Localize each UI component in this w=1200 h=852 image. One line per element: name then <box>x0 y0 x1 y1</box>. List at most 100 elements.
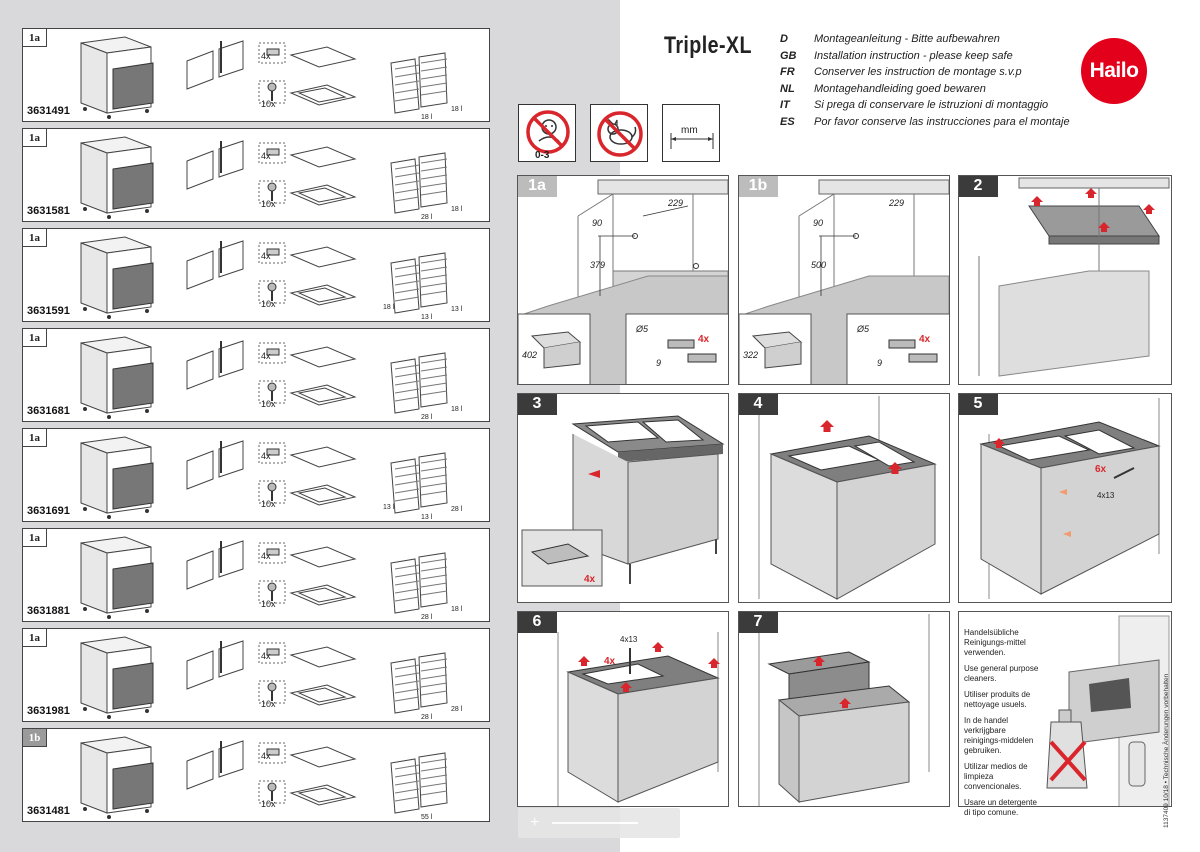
bin-volume: 28 l <box>451 706 463 713</box>
step-4-illustration <box>758 396 937 600</box>
step-1b-illustration: 90 229 500 322 Ø5 9 4x <box>739 179 949 384</box>
dim-diameter: Ø5 <box>856 324 870 334</box>
dim-500: 500 <box>811 260 826 270</box>
article-number: 3631491 <box>27 105 70 117</box>
variant-tag: 1a <box>23 429 47 447</box>
variant-tag: 1a <box>23 629 47 647</box>
dim-402: 402 <box>522 350 537 360</box>
age-label: 0-3 <box>535 150 550 161</box>
care-notes: Handelsübliche Reinigungs-mittel verwend… <box>964 628 1044 824</box>
bin-volume: 28 l <box>421 614 433 621</box>
document-code: 1137409 10/18 • Technische Änderungen vo… <box>1163 673 1170 828</box>
zoom-in-icon[interactable]: + <box>530 814 540 831</box>
bin-volume: 18 l <box>451 606 463 613</box>
variant-illustration: 4x 10x 28 l 18 l <box>80 536 463 621</box>
unit-indicator: mm <box>662 104 720 162</box>
dowel-count: 10x <box>261 699 276 709</box>
lang-code: D <box>780 33 788 45</box>
qty-label: 4x <box>604 656 616 667</box>
variant-tag: 1a <box>23 229 47 247</box>
step-5-panel: 5 6x 4x13 <box>958 393 1172 603</box>
no-children-icon: 0-3 <box>526 110 570 161</box>
dim-379: 379 <box>590 260 605 270</box>
product-title: Triple-XL <box>664 32 752 59</box>
care-line-it: Usare un detergente di tipo comune. <box>964 798 1037 817</box>
step-4-panel: 4 <box>738 393 950 603</box>
care-line-gb: Use general purpose cleaners. <box>964 664 1039 683</box>
care-line-nl: In de handel verkrijgbare reinigings-mid… <box>964 716 1034 755</box>
step-6-panel: 6 4x13 4x <box>517 611 729 807</box>
step-6-illustration: 4x13 4x <box>557 632 720 806</box>
lang-code: ES <box>780 115 795 128</box>
step-2-illustration <box>978 177 1170 377</box>
screw-count: 4x <box>261 51 271 61</box>
screw-count: 4x <box>261 251 271 261</box>
step-1a-panel: 1a 90 229 379 402 Ø5 9 4x <box>517 175 729 385</box>
dim-322: 322 <box>743 350 758 360</box>
lang-text: Si prega di conservare le istruzioni di … <box>814 99 1049 111</box>
variant-tag: 1b <box>23 729 47 747</box>
bin-volume: 18 l <box>451 206 463 213</box>
step-3-illustration: 4x <box>521 415 725 587</box>
step-5-illustration: 6x 4x13 <box>979 398 1161 599</box>
article-number: 3631681 <box>27 405 70 417</box>
variant-tag: 1a <box>23 129 47 147</box>
dowel-count: 10x <box>261 299 276 309</box>
hailo-logo: Hailo <box>1081 38 1147 104</box>
bin-volume: 18 l <box>451 406 463 413</box>
page-scrubber[interactable] <box>552 822 638 824</box>
article-number: 3631591 <box>27 305 70 317</box>
article-number: 3631581 <box>27 205 70 217</box>
dim-diameter: Ø5 <box>635 324 649 334</box>
step-badge: 6 <box>518 612 557 633</box>
screw-size: 4x13 <box>1097 491 1115 500</box>
no-pets-icon <box>597 111 643 157</box>
screw-size: 4x13 <box>620 635 638 644</box>
logo-text: Hailo <box>1089 59 1139 82</box>
variant-tag: 1a <box>23 329 47 347</box>
lang-row-de: D Montageanleitung - Bitte aufbewahren <box>780 33 1070 50</box>
qty-label: 4x <box>584 574 596 585</box>
screw-count: 4x <box>261 551 271 561</box>
screw-count: 4x <box>261 451 271 461</box>
lang-text: Montageanleitung - Bitte aufbewahren <box>814 33 1000 45</box>
dowel-count: 10x <box>261 599 276 609</box>
care-panel <box>958 611 1172 807</box>
dowel-count: 10x <box>261 499 276 509</box>
step-badge: 5 <box>959 394 998 415</box>
unit-label: mm <box>681 125 698 136</box>
bin-volume: 18 l <box>421 114 433 121</box>
dim-90: 90 <box>592 218 602 228</box>
step-1a-illustration: 90 229 379 402 Ø5 9 4x <box>518 179 728 384</box>
step-7-illustration <box>758 614 930 806</box>
article-number: 3631981 <box>27 705 70 717</box>
care-line-fr: Utiliser produits de nettoyage usuels. <box>964 690 1031 709</box>
care-illustration <box>1046 615 1170 806</box>
variant-tag: 1a <box>23 29 47 47</box>
article-number: 3631481 <box>27 805 70 817</box>
care-line-de: Handelsübliche Reinigungs-mittel verwend… <box>964 628 1026 657</box>
dowel-count: 10x <box>261 99 276 109</box>
step-badge: 7 <box>739 612 778 633</box>
step-3-panel: 3 4x <box>517 393 729 603</box>
screw-count: 4x <box>261 351 271 361</box>
viewer-pager[interactable]: + <box>518 808 680 838</box>
bin-volume: 13 l <box>421 314 433 321</box>
dim-9: 9 <box>656 358 661 368</box>
variant-tag: 1a <box>23 529 47 547</box>
article-number: 3631691 <box>27 505 70 517</box>
bin-volume: 28 l <box>421 214 433 221</box>
bin-volume: 13 l <box>421 514 433 521</box>
